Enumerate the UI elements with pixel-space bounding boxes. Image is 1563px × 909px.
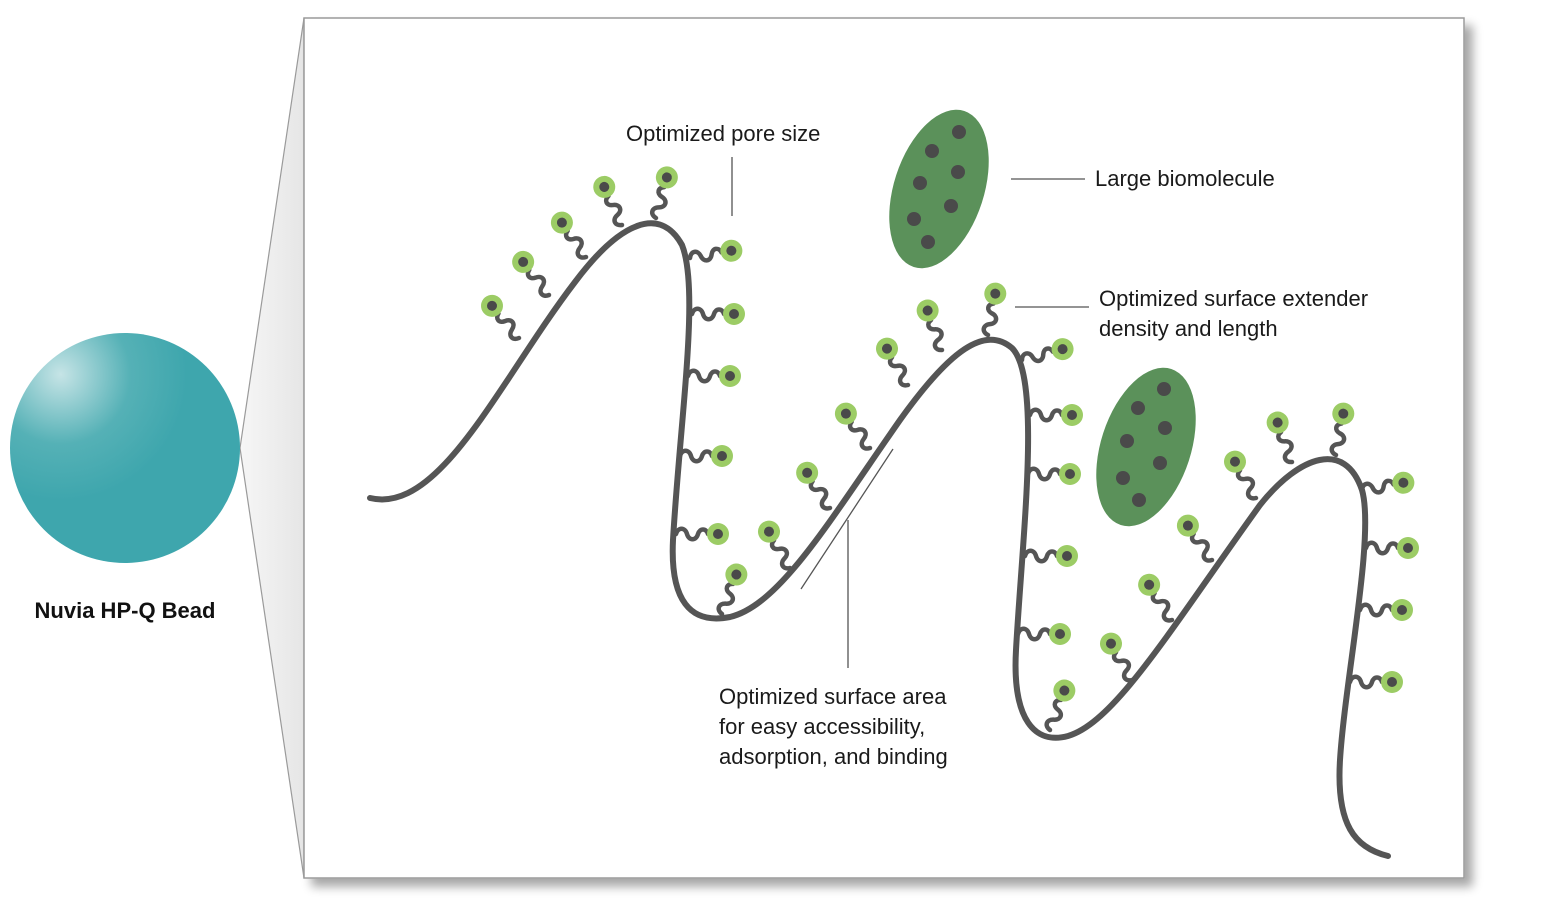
bead-caption: Nuvia HP-Q Bead xyxy=(34,598,216,623)
zoom-cone xyxy=(239,17,305,879)
surface-area-label-line-3: adsorption, and binding xyxy=(719,744,948,769)
extender-label-line-1: Optimized surface extender xyxy=(1099,286,1369,311)
bead-sphere xyxy=(10,333,240,563)
surface-area-label: Optimized surface area for easy accessib… xyxy=(719,682,948,772)
biomolecule-1 xyxy=(889,109,989,269)
biomolecule-2 xyxy=(1096,367,1196,527)
extender-label: Optimized surface extender density and l… xyxy=(1099,284,1368,344)
surface-area-bracket xyxy=(800,448,894,590)
pore-size-label: Optimized pore size xyxy=(626,121,821,146)
extender-label-line-2: density and length xyxy=(1099,316,1278,341)
biomolecule-label: Large biomolecule xyxy=(1095,166,1275,191)
surface-area-label-line-2: for easy accessibility, xyxy=(719,714,926,739)
surface-area-label-line-1: Optimized surface area xyxy=(719,684,947,709)
